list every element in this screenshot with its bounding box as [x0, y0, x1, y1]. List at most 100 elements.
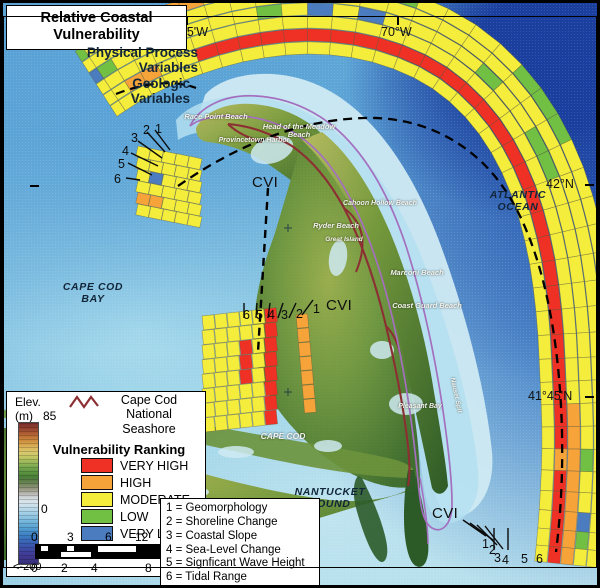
- ribbon-cell-track-5: [307, 0, 334, 4]
- ribbon-cell-track-3: [282, 15, 308, 30]
- callout-ul-number-4: 4: [122, 144, 129, 158]
- ribbon-cell-track-3: [561, 529, 577, 549]
- ribbon-cell-bayside: [239, 368, 253, 385]
- ribbon-cell-track-5: [590, 492, 600, 515]
- place-label-provincetown-harbor: Provincetown Harbor: [218, 137, 290, 144]
- ribbon-cell-northwest: [173, 199, 190, 214]
- variable-group-divider-arc: [177, 116, 564, 553]
- ribbon-cell-track-4: [577, 492, 592, 514]
- ribbon-cell-bayside: [251, 352, 266, 369]
- ribbon-cell-northwest: [161, 173, 177, 189]
- ribbon-cell-bayside: [201, 358, 216, 375]
- swatch-label: HIGH: [120, 475, 152, 490]
- variable-key-item: 1 = Geomorphology: [166, 502, 268, 514]
- water-label-atlantic-ocean: ATLANTIC OCEAN: [489, 189, 547, 213]
- scale-tick: 2: [61, 561, 68, 575]
- callout-mid-number-1: 1: [313, 302, 320, 316]
- vulnerability-ranking-title: Vulnerability Ranking: [52, 442, 186, 457]
- ribbon-cell-track-1: [532, 286, 549, 313]
- ribbon-cell-track-3: [331, 16, 358, 33]
- ribbon-cell-bayside: [239, 397, 253, 414]
- ribbon-cell-northwest: [173, 153, 190, 168]
- elevation-colorbar: [18, 422, 39, 565]
- ribbon-cell-bayside: [214, 313, 229, 329]
- shoreline-outline: [189, 94, 453, 531]
- ribbon-cell-track-3: [567, 448, 581, 472]
- variable-key-item: 5 = Signficant Wave Height: [166, 557, 305, 570]
- ribbon-cell-track-1: [537, 509, 552, 530]
- ribbon-cell-northwest: [148, 206, 164, 221]
- ribbon-cell-track-5: [591, 379, 600, 404]
- ribbon-cell-bayside: [264, 365, 278, 382]
- ribbon-cell-track-5: [592, 471, 600, 494]
- callout-lines-middle: [243, 299, 314, 319]
- ribbon-cell-northwest: [148, 182, 164, 198]
- ribbon-cell-bayside: [239, 383, 253, 400]
- ribbon-cell-track-2: [554, 448, 568, 472]
- figure-title-line2: Vulnerability: [53, 26, 140, 43]
- ribbon-cell-track-5: [589, 512, 600, 534]
- ribbon-cell-track-4: [255, 3, 283, 20]
- ribbon-cell-northwest: [186, 155, 203, 170]
- ribbon-cell-track-1: [538, 489, 553, 511]
- elev-max-label: 85: [43, 409, 57, 423]
- scale-bar-graphic: [35, 544, 185, 559]
- cvi-ribbon-tracks: [74, 0, 600, 569]
- ribbon-cell-bayside: [264, 380, 278, 397]
- water-label-nantucket-sound: NANTUCKET SOUND: [294, 486, 366, 510]
- ribbon-cell-track-4: [577, 356, 592, 381]
- cvi-label-top: CVI: [252, 174, 279, 191]
- water-label-cape-cod-bay: CAPE COD BAY: [62, 281, 124, 305]
- scale-tick: 3: [67, 530, 74, 544]
- ribbon-cell-bayside: [214, 371, 229, 388]
- ribbon-cell-bayside: [264, 307, 278, 324]
- cvi-label-bottom: CVI: [432, 505, 459, 522]
- ribbon-cell-track-2: [330, 29, 356, 45]
- callout-lines-upper-left: [125, 129, 171, 181]
- ribbon-cell-bayside: [214, 386, 229, 402]
- ribbon-cell-track-4: [280, 2, 308, 17]
- ribbon-cell-bayside: [226, 384, 241, 401]
- seashore-key-icon: [69, 395, 99, 409]
- ribbon-cell-track-4: [576, 332, 591, 358]
- ribbon-cell-track-4: [579, 471, 593, 494]
- place-label-race-point-beach: Race Point Beach: [184, 112, 248, 121]
- ribbon-cell-track-1: [541, 426, 555, 450]
- ribbon-cell-northwest: [173, 164, 190, 180]
- ribbon-cell-track-3: [307, 15, 333, 30]
- ribbon-cell-northwest: [186, 179, 203, 194]
- ribbon-cell-northwest: [186, 190, 203, 205]
- ribbon-cell-track-4: [579, 402, 594, 427]
- callout-ul-number-5: 5: [118, 157, 125, 171]
- ribbon-cell-bayside: [226, 326, 241, 343]
- ribbon-cell-track-3: [563, 332, 578, 359]
- ribbon-cell-track-5: [590, 356, 600, 381]
- ribbon-cell-track-5: [584, 279, 600, 307]
- elev-mid-label: 0: [41, 502, 48, 516]
- ribbon-cell-bayside: [226, 399, 241, 416]
- ribbon-cell-track-3: [566, 403, 581, 427]
- swatch-very-low: [81, 526, 113, 541]
- ribbon-cell-track-3: [564, 357, 579, 382]
- ribbon-cell-track-4: [307, 2, 334, 17]
- ribbon-cell-northwest: [161, 150, 177, 165]
- callout-ul-number-6: 6: [114, 172, 121, 186]
- ribbon-cell-bayside: [201, 343, 216, 360]
- ribbon-cell-track-4: [574, 306, 590, 334]
- ribbon-cell-northwest: [135, 192, 151, 207]
- ribbon-cell-bayside-outer: [303, 398, 317, 414]
- vulnerability-swatch-row: HIGH: [81, 475, 151, 490]
- lon-tick-right: [397, 17, 399, 25]
- annotation-physical-process: Physical Process Variables: [86, 45, 198, 76]
- callout-lines-lower-right: [462, 519, 509, 550]
- ribbon-cell-bayside: [201, 329, 216, 345]
- ribbon-cell-bayside: [226, 413, 241, 430]
- ribbon-cell-bayside: [214, 400, 229, 417]
- ribbon-cell-bayside: [264, 321, 278, 338]
- ribbon-cell-track-2: [553, 470, 567, 492]
- variable-group-divider-left: [115, 82, 197, 96]
- swatch-label: VERY HIGH: [120, 458, 189, 473]
- ribbon-cell-bayside: [239, 324, 253, 341]
- ribbon-cell-track-1: [262, 42, 287, 59]
